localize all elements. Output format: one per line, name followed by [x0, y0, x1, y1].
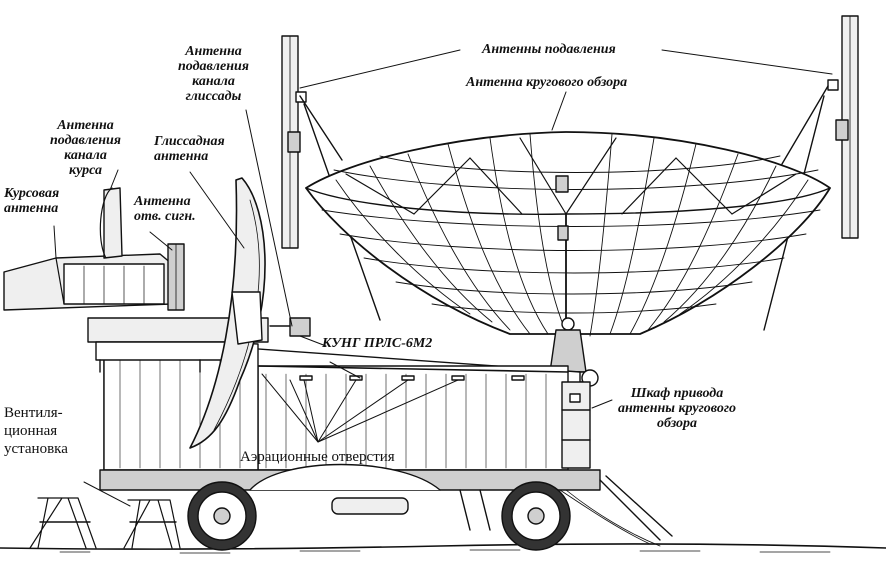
circular-reflector — [305, 131, 831, 337]
label-response-antenna-line-2: отв. сигн. — [134, 209, 196, 224]
leader-lines — [53, 49, 833, 507]
label-circular-antenna: Антенна кругового обзора — [466, 75, 628, 90]
glide-suppression-antenna — [269, 317, 311, 337]
label-aeration: Аэрационные отверстия — [240, 449, 395, 465]
label-glide-suppression-line-2: подавления — [178, 59, 249, 74]
label-course-suppression-line-2: подавления — [50, 133, 121, 148]
glide-antenna — [189, 177, 266, 449]
right-suppression-mast — [827, 15, 859, 239]
chassis — [99, 463, 673, 547]
response-signal-antenna — [167, 243, 185, 311]
aeration-vent-1 — [299, 375, 313, 381]
label-course-suppression-line-4: курса — [69, 163, 102, 178]
left-suppression-mast — [281, 35, 307, 249]
label-response-antenna-line-1: Антенна — [134, 194, 191, 209]
label-glide-antenna-line-2: антенна — [154, 149, 209, 164]
label-glide-antenna-line-1: Глиссадная — [154, 134, 225, 149]
aeration-vent-5 — [511, 375, 525, 381]
mid-trestle — [123, 499, 181, 549]
label-glide-suppression-line-3: канала — [192, 74, 235, 89]
drive-cabinet — [561, 381, 591, 469]
aeration-vent-3 — [401, 375, 415, 381]
label-course-antenna-line-1: Курсовая — [4, 186, 60, 201]
label-suppression-antennas: Антенны подавления — [482, 42, 616, 57]
right-wheel — [501, 481, 571, 551]
aeration-vent-4 — [451, 375, 465, 381]
label-course-suppression-line-1: Антенна — [57, 118, 114, 133]
label-ventilation: Вентиля- ционная установка — [4, 404, 68, 458]
right-mast-brace — [781, 85, 829, 165]
label-glide-antenna: Глиссадная антенна — [154, 134, 225, 164]
label-drive-cabinet-line-1: Шкаф привода — [630, 386, 724, 401]
left-mast-brace — [299, 95, 343, 161]
label-drive-cabinet-line-3: обзора — [656, 416, 698, 431]
ground-line — [0, 543, 886, 550]
ground-hatching — [59, 549, 831, 554]
label-response-antenna: Антенна отв. сигн. — [134, 194, 196, 224]
label-glide-suppression-line-1: Антенна — [185, 44, 242, 59]
label-kung: КУНГ ПРЛС-6М2 — [322, 336, 433, 351]
label-ventilation-line-1: Вентиля- — [4, 405, 63, 421]
label-ventilation-line-2: ционная — [4, 423, 58, 439]
label-glide-suppression: Антенна подавления канала глиссады — [178, 44, 249, 104]
label-course-suppression-line-3: канала — [64, 148, 107, 163]
label-ventilation-line-3: установка — [4, 441, 68, 457]
course-suppression-antenna — [99, 187, 123, 259]
label-drive-cabinet: Шкаф привода антенны кругового обзора — [618, 386, 736, 431]
label-glide-suppression-line-4: глиссады — [185, 89, 242, 104]
label-course-suppression: Антенна подавления канала курса — [50, 118, 121, 178]
left-trestle — [29, 497, 97, 549]
label-drive-cabinet-line-2: антенны кругового — [618, 401, 736, 416]
label-course-antenna-line-2: антенна — [4, 201, 59, 216]
label-course-antenna: Курсовая антенна — [4, 186, 59, 216]
course-antenna-box — [3, 253, 173, 311]
left-wheel — [187, 481, 257, 551]
